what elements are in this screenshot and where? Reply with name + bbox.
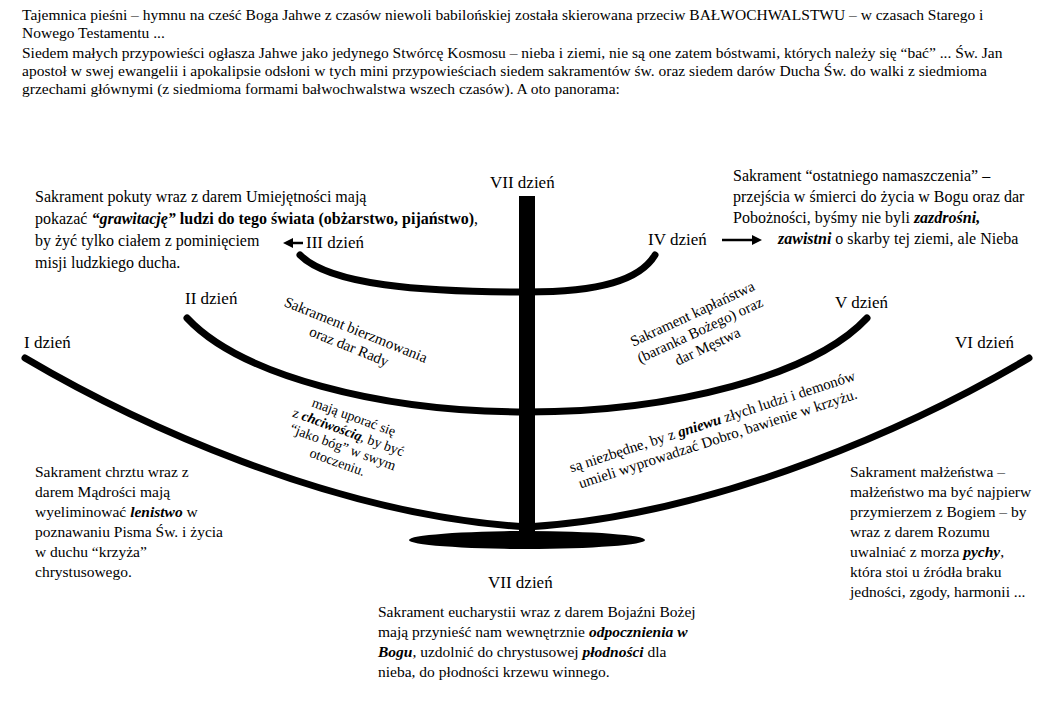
intro-text: Tajemnica pieśni – hymnu na cześć Boga J…	[22, 6, 1032, 42]
annotation-text: Sakrament chrztu wraz z darem Mądrości m…	[35, 462, 230, 582]
text-segment: Tajemnica pieśni – hymnu na cześć Boga J…	[22, 6, 983, 41]
day-label: II dzień	[185, 289, 237, 308]
arm-day-4	[527, 255, 655, 292]
day-label: V dzień	[835, 292, 888, 314]
text-segment: Sakrament kapłaństwa (baranka Bożego) or…	[628, 278, 766, 369]
text-segment: lenistwo	[130, 503, 183, 520]
annotation-text: Sakrament pokuty wraz z darem Umiejętnoś…	[35, 186, 480, 274]
arrow-head	[283, 238, 293, 248]
day-label: III dzień	[306, 232, 364, 254]
text-segment: Sakrament małżeństwa – małżeństwo ma być…	[850, 463, 1031, 560]
text-segment: o skarby tej ziemi, ale Nieba	[835, 230, 1018, 247]
menorah-stem	[519, 196, 535, 536]
day-label: IV dzień	[648, 230, 707, 249]
arrow-day-4	[722, 239, 752, 242]
text-wrap-spacer	[275, 230, 480, 274]
text-segment: płodności	[583, 643, 644, 660]
annotation-text: Sakrament eucharystii wraz z darem Bojaź…	[378, 602, 696, 682]
text-segment: pychy	[963, 543, 1000, 560]
text-segment: “grawitację”	[91, 210, 175, 227]
annotation-text: Sakrament “ostatniego namaszczenia” – pr…	[733, 165, 1031, 270]
day-label: III dzień	[306, 233, 364, 252]
day-label: IV dzień	[648, 229, 707, 251]
menorah-base	[409, 531, 645, 549]
text-segment: Siedem małych przypowieści ogłasza Jahwe…	[22, 44, 1002, 97]
arm-day-1	[25, 358, 527, 527]
arm-day-3	[300, 255, 527, 292]
day-label: VII dzień	[488, 573, 553, 592]
text-segment: , uzdolnić do chrystusowej	[412, 643, 578, 660]
day-label: II dzień	[185, 288, 237, 310]
day-label: VII dzień	[490, 172, 555, 194]
text-wrap-spacer	[733, 228, 778, 270]
arm-text: Sakrament bierzmowania oraz dar Rady	[269, 290, 435, 385]
day-label: VII dzień	[488, 572, 553, 594]
day-label: V dzień	[835, 293, 888, 312]
arrow-day-3	[292, 242, 303, 245]
arm-day-6	[527, 358, 1029, 527]
annotation-text: Sakrament małżeństwa – małżeństwo ma być…	[850, 462, 1035, 602]
day-label: I dzień	[24, 333, 71, 352]
text-segment: ludzi do tego świata (obżarstwo, pijańst…	[180, 210, 474, 227]
arrow-head	[752, 235, 762, 245]
text-segment: Sakrament bierzmowania oraz dar Rady	[282, 294, 430, 370]
intro-text: Siedem małych przypowieści ogłasza Jahwe…	[22, 44, 1032, 98]
day-label: VI dzień	[955, 333, 1014, 352]
day-label: I dzień	[24, 332, 71, 354]
text-segment: Sakrament “ostatniego namaszczenia” – pr…	[733, 167, 1024, 226]
day-label: VII dzień	[490, 173, 555, 192]
arm-text: są niezbędne, by zgniewuzłych ludzi i de…	[567, 367, 863, 494]
day-label: VI dzień	[955, 332, 1014, 354]
text-segment: złych ludzi i demonów umieli wyprowadzać…	[576, 368, 859, 492]
arm-text: Sakrament kapłaństwa (baranka Bożego) or…	[621, 274, 780, 386]
